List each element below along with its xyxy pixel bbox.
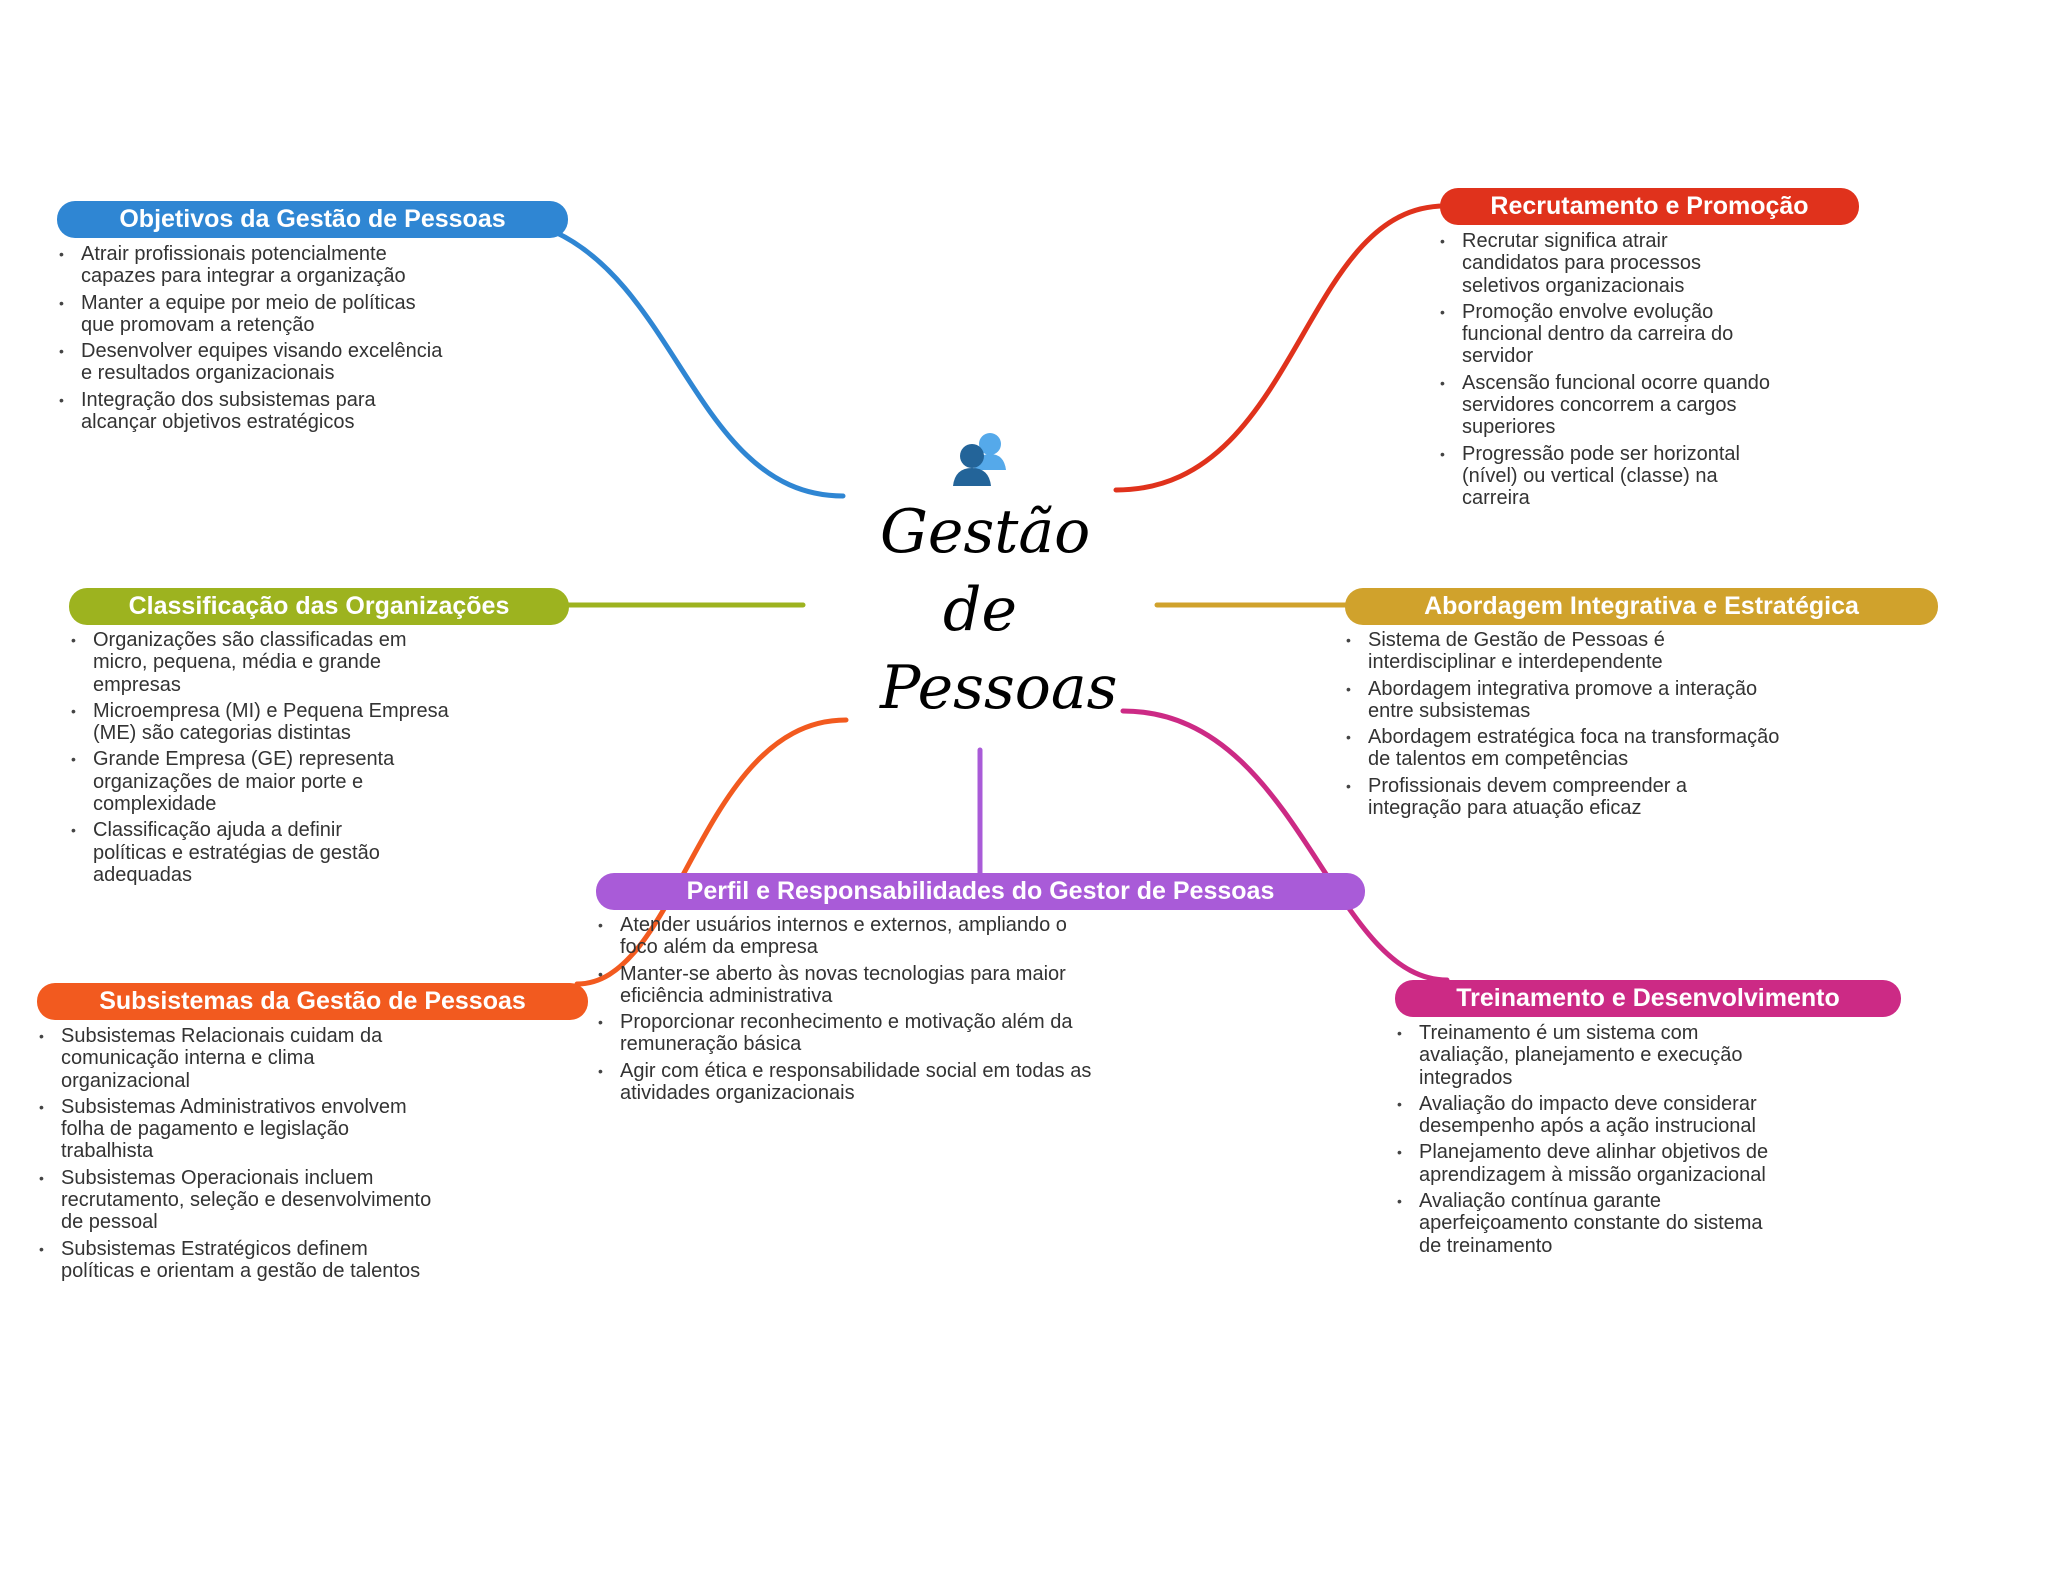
list-item: Desenvolver equipes visando excelência e… — [59, 340, 442, 385]
list-item: Planejamento deve alinhar objetivos de a… — [1397, 1141, 1768, 1186]
list-item: Atender usuários internos e externos, am… — [598, 914, 1091, 959]
branch-subsistemas[interactable]: Subsistemas da Gestão de Pessoas — [37, 983, 588, 1020]
list-item: Proporcionar reconhecimento e motivação … — [598, 1011, 1091, 1056]
connector-recrutamento — [1113, 203, 1448, 493]
list-item: Abordagem estratégica foca na transforma… — [1346, 726, 1779, 771]
connector-treinamento — [1120, 708, 1450, 983]
branch-treinamento[interactable]: Treinamento e Desenvolvimento — [1395, 980, 1901, 1017]
list-item: Atrair profissionais potencialmente capa… — [59, 243, 442, 288]
list-item: Recrutar significa atrair candidatos par… — [1440, 230, 1770, 297]
list-item: Sistema de Gestão de Pessoas é interdisc… — [1346, 629, 1779, 674]
list-item: Agir com ética e responsabilidade social… — [598, 1060, 1091, 1105]
list-recrutamento: Recrutar significa atrair candidatos par… — [1440, 230, 1770, 514]
branch-classificacao[interactable]: Classificação das Organizações — [69, 588, 569, 625]
list-item: Subsistemas Operacionais incluem recruta… — [39, 1167, 431, 1234]
list-item: Avaliação contínua garante aperfeiçoamen… — [1397, 1190, 1768, 1257]
branch-perfil[interactable]: Perfil e Responsabilidades do Gestor de … — [596, 873, 1365, 910]
list-item: Avaliação do impacto deve considerar des… — [1397, 1093, 1768, 1138]
list-abordagem: Sistema de Gestão de Pessoas é interdisc… — [1346, 629, 1779, 823]
list-perfil: Atender usuários internos e externos, am… — [598, 914, 1091, 1108]
list-item: Profissionais devem compreender a integr… — [1346, 775, 1779, 820]
list-item: Subsistemas Estratégicos definem polític… — [39, 1238, 431, 1283]
list-subsistemas: Subsistemas Relacionais cuidam da comuni… — [39, 1025, 431, 1286]
list-item: Manter-se aberto às novas tecnologias pa… — [598, 963, 1091, 1008]
central-title-line: Gestão — [880, 497, 1091, 567]
list-objetivos: Atrair profissionais potencialmente capa… — [59, 243, 442, 437]
list-item: Manter a equipe por meio de políticas qu… — [59, 292, 442, 337]
list-classificacao: Organizações são classificadas em micro,… — [71, 629, 449, 890]
list-item: Abordagem integrativa promove a interaçã… — [1346, 678, 1779, 723]
branch-objetivos[interactable]: Objetivos da Gestão de Pessoas — [57, 201, 568, 238]
list-item: Integração dos subsistemas para alcançar… — [59, 389, 442, 434]
list-item: Subsistemas Relacionais cuidam da comuni… — [39, 1025, 431, 1092]
list-treinamento: Treinamento é um sistema com avaliação, … — [1397, 1022, 1768, 1261]
people-icon — [953, 433, 1006, 486]
branch-recrutamento[interactable]: Recrutamento e Promoção — [1440, 188, 1859, 225]
list-item: Treinamento é um sistema com avaliação, … — [1397, 1022, 1768, 1089]
list-item: Organizações são classificadas em micro,… — [71, 629, 449, 696]
connector-objetivos — [552, 229, 846, 499]
list-item: Promoção envolve evolução funcional dent… — [1440, 301, 1770, 368]
central-title-line: Pessoas — [880, 653, 1118, 723]
list-item: Progressão pode ser horizontal (nível) o… — [1440, 443, 1770, 510]
list-item: Ascensão funcional ocorre quando servido… — [1440, 372, 1770, 439]
list-item: Grande Empresa (GE) representa organizaç… — [71, 748, 449, 815]
list-item: Microempresa (MI) e Pequena Empresa (ME)… — [71, 700, 449, 745]
list-item: Classificação ajuda a definir políticas … — [71, 819, 449, 886]
central-topic[interactable]: Gestão de Pessoas — [880, 430, 1118, 727]
central-title-line: de — [943, 575, 1017, 645]
branch-abordagem[interactable]: Abordagem Integrativa e Estratégica — [1345, 588, 1938, 625]
connector-subsistemas — [574, 717, 849, 987]
list-item: Subsistemas Administrativos envolvem fol… — [39, 1096, 431, 1163]
